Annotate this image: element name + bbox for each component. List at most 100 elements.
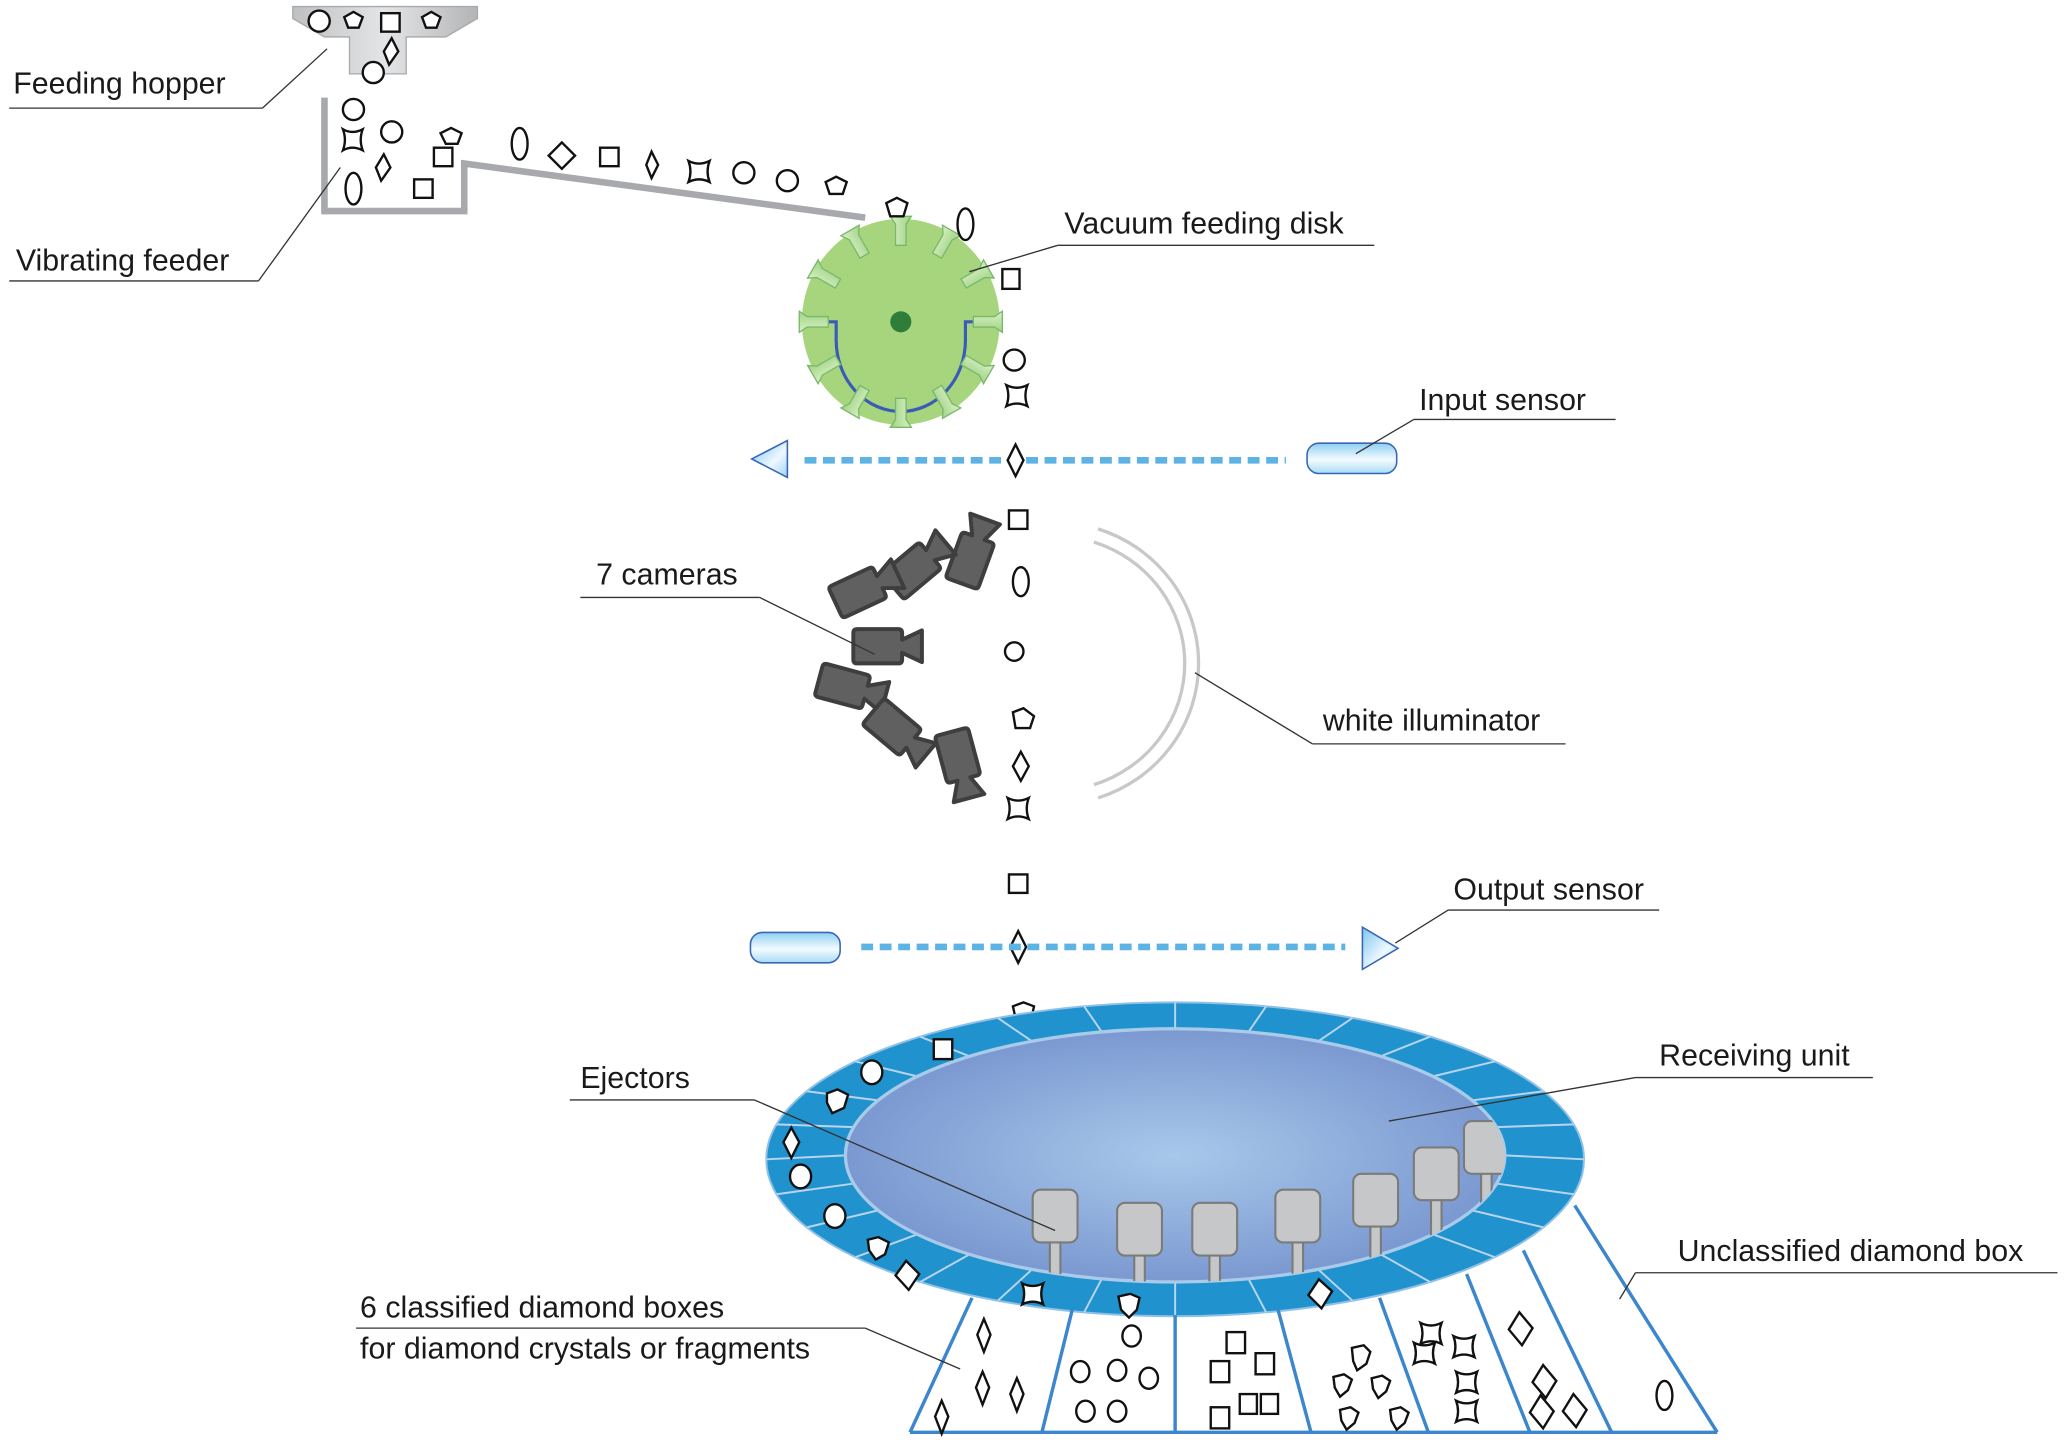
particle-pentagon (1117, 1292, 1141, 1320)
box-divider (1040, 1309, 1074, 1433)
particle-square (412, 178, 434, 200)
label-vacuum-feeding-disk: Vacuum feeding disk (969, 207, 1375, 273)
box-divider (1465, 1273, 1532, 1433)
output-sensor-assembly (749, 925, 1400, 971)
particle-square (598, 146, 620, 168)
particle-pentagon (420, 10, 442, 29)
particle-pentagon (342, 10, 365, 29)
particle-square (432, 146, 454, 168)
classified-box-2 (1069, 1324, 1160, 1423)
leader-line (1355, 418, 1415, 455)
ejector (1031, 1188, 1079, 1282)
ring-slot-divider (1083, 1278, 1103, 1313)
label-unclassified-box: Unclassified diamond box (1619, 1235, 2058, 1300)
particle-square (1007, 509, 1029, 531)
box-divider (1276, 1309, 1313, 1433)
label-white-illuminator: white illuminator (1194, 672, 1566, 745)
ejector (1191, 1201, 1239, 1282)
vacuum-nozzle (972, 310, 1004, 334)
ring-slot-divider (1496, 1123, 1574, 1129)
box-divider (1521, 1249, 1614, 1434)
ring-slot-divider (1083, 1005, 1103, 1033)
output-sensor-label: Output sensor (1453, 873, 1644, 906)
vacuum-feeding-disk (798, 196, 1030, 428)
classified-box-1 (933, 1315, 1025, 1437)
ring-slot-divider (997, 1268, 1033, 1302)
white-illuminator (1093, 527, 1201, 800)
vacuum-nozzle (839, 384, 871, 420)
vacuum-feeding-disk-label: Vacuum feeding disk (1064, 207, 1344, 240)
classified-box-5 (1411, 1320, 1480, 1425)
particle-ellipse (1011, 565, 1030, 598)
feeding-hopper (292, 5, 479, 85)
particle-circle (788, 1163, 813, 1190)
particle-diamond (782, 1125, 801, 1161)
particle-ellipse (510, 126, 529, 161)
vibrating-feeder (321, 97, 866, 221)
particle-square (379, 12, 401, 33)
vacuum-nozzle (806, 354, 842, 386)
particle-star (340, 126, 365, 154)
ring-slot-divider (1471, 1209, 1544, 1229)
ejector (1116, 1201, 1164, 1282)
particle-circle (307, 9, 331, 33)
feeding-hopper-label: Feeding hopper (13, 68, 225, 101)
leader-line (969, 244, 1058, 273)
particle-star (686, 158, 712, 185)
vacuum-nozzle (806, 258, 842, 290)
leader-line (1388, 1076, 1636, 1122)
classified-box-4 (1332, 1343, 1411, 1432)
leader-line (262, 48, 328, 109)
particle-circle (1003, 641, 1025, 662)
ring-slot-divider (1496, 1182, 1574, 1196)
camera-array (813, 511, 1002, 805)
box-divider (908, 1297, 974, 1434)
particle-pentagon (438, 126, 464, 145)
disk-hub (890, 311, 912, 333)
particle-square (1001, 267, 1021, 291)
vacuum-nozzles (798, 215, 1004, 428)
label-feeding-hopper: Feeding hopper (9, 48, 328, 109)
ring-slot-divider (1504, 1154, 1585, 1161)
particle-diamond (1306, 1277, 1334, 1311)
ring-slot-divider (1380, 1253, 1431, 1283)
particle-circle (361, 60, 385, 85)
box-divider (1377, 1297, 1430, 1433)
particle-circle (1002, 348, 1026, 372)
ring-slot-divider (1247, 1005, 1267, 1033)
ring-slot-divider (1472, 1090, 1544, 1102)
classified-boxes-label-line2: for diamond crystals or fragments (360, 1332, 810, 1365)
ring-slot-divider (1247, 1278, 1268, 1313)
ring-slot-divider (1380, 1035, 1431, 1058)
particle-square (932, 1038, 954, 1061)
particle-diamond (1011, 749, 1031, 784)
label-vibrating-feeder: Vibrating feeder (9, 167, 341, 282)
ring-slot-divider (776, 1182, 854, 1196)
ring-slot-divider (1317, 1268, 1354, 1302)
ejector (1412, 1146, 1460, 1248)
input-receiver-triangle (750, 439, 789, 479)
camera-icon (933, 726, 987, 805)
classified-box-3 (1209, 1330, 1280, 1430)
vibrating-feeder-label: Vibrating feeder (16, 244, 230, 277)
ring-slot-divider (997, 1017, 1033, 1043)
ring-slot-divider (766, 1154, 846, 1161)
receiving-basin (843, 1027, 1507, 1284)
vacuum-nozzle (931, 384, 963, 420)
leader-line (1619, 1272, 1637, 1300)
particle-pentagon (1011, 706, 1036, 730)
ring-slot-divider (919, 1253, 971, 1283)
white-illuminator-label: white illuminator (1322, 705, 1540, 738)
particle-circle (732, 161, 756, 185)
camera-icon (944, 511, 1002, 591)
box-divider (1573, 1204, 1719, 1434)
particle-ellipse (956, 207, 975, 242)
vacuum-nozzle (798, 310, 829, 334)
cameras-label: 7 cameras (596, 558, 738, 591)
ring-slot-divider (1432, 1233, 1496, 1259)
leader-line (257, 167, 341, 282)
vacuum-nozzle (839, 223, 871, 260)
label-cameras: 7 cameras (580, 558, 875, 655)
